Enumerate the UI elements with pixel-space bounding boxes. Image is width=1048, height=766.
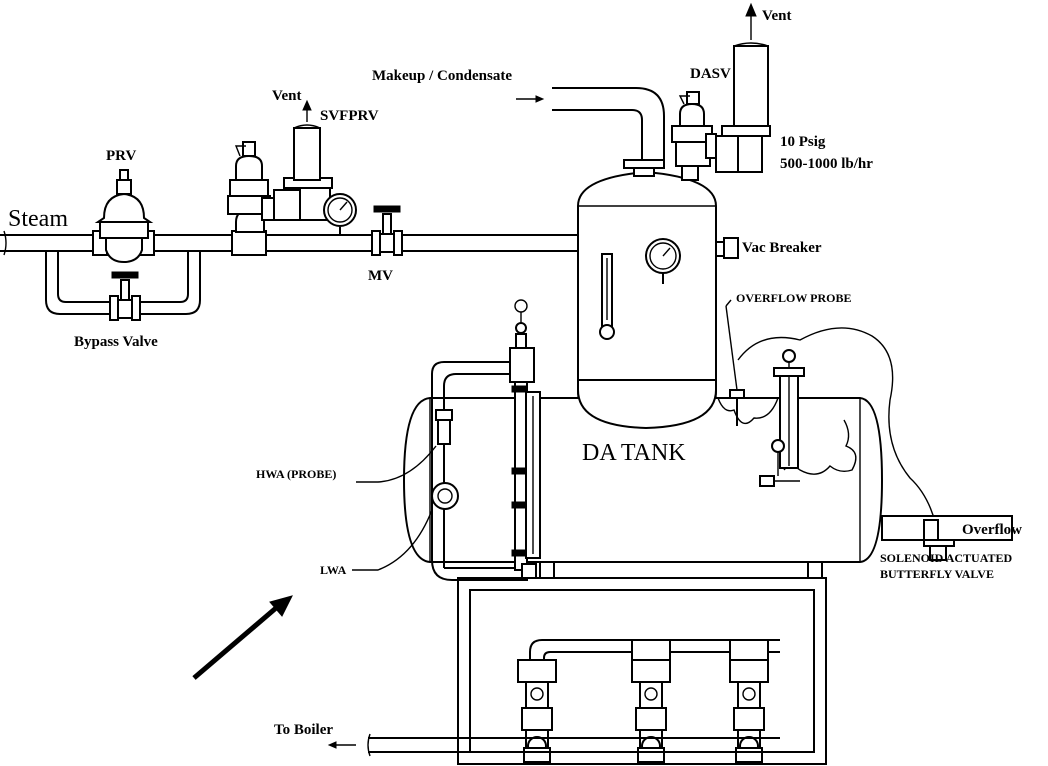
overflow-probe-label: OVERFLOW PROBE [736,291,851,305]
lwa-label: LWA [320,563,347,577]
pump-2 [631,639,671,763]
dasv-valve [671,2,771,181]
psig-label: 10 Psig [780,134,826,150]
pump-header-pipe [529,639,780,676]
makeup-condensate-label: Makeup / Condensate [372,68,512,84]
svfprv-vent-label: Vent [272,88,301,104]
dasv-label: DASV [690,66,731,82]
bypass-valve-label: Bypass Valve [74,334,158,350]
pump-1 [517,659,557,763]
solenoid-label-line2: BUTTERFLY VALVE [880,567,994,581]
pointer-arrow [192,595,293,680]
vessel-sight-glass [599,253,615,340]
prv-label: PRV [106,148,136,164]
steam-label: Steam [8,206,68,232]
hwa-probe-label: HWA (PROBE) [256,467,336,481]
hwa-lwa-piping [431,361,528,581]
bypass-loop [45,251,201,315]
steam-pressure-gauge [323,193,357,235]
overflow-cable [737,327,941,547]
bypass-valve [109,271,141,321]
vac-breaker-label: Vac Breaker [742,240,822,256]
mv-valve [371,205,403,256]
steam-line [0,230,578,256]
to-boiler-label: To Boiler [274,722,333,738]
pump-3 [729,639,769,763]
mv-label: MV [368,268,393,284]
pump-skid-frame [457,561,827,765]
flow-rate-label: 500-1000 lb/hr [780,156,873,172]
da-tank-label: DA TANK [582,440,686,466]
leader-lines [352,299,732,571]
right-level-column [759,349,805,487]
to-boiler-pipe [327,733,780,757]
makeup-condensate-pipe [516,87,665,160]
top-vent-label: Vent [762,8,791,24]
overflow-label: Overflow [962,522,1022,538]
vessel-pressure-gauge [645,238,681,284]
solenoid-label-line1: SOLENOID ACTUATED [880,551,1012,565]
svfprv-label: SVFPRV [320,108,379,124]
svfprv-valve [227,99,333,256]
left-gauge-glass [509,299,541,579]
vac-breaker [715,237,739,259]
solenoid-butterfly-valve [881,515,1013,561]
da-tank-body [402,379,884,563]
overflow-probe [725,305,745,426]
prv-valve [92,169,155,264]
